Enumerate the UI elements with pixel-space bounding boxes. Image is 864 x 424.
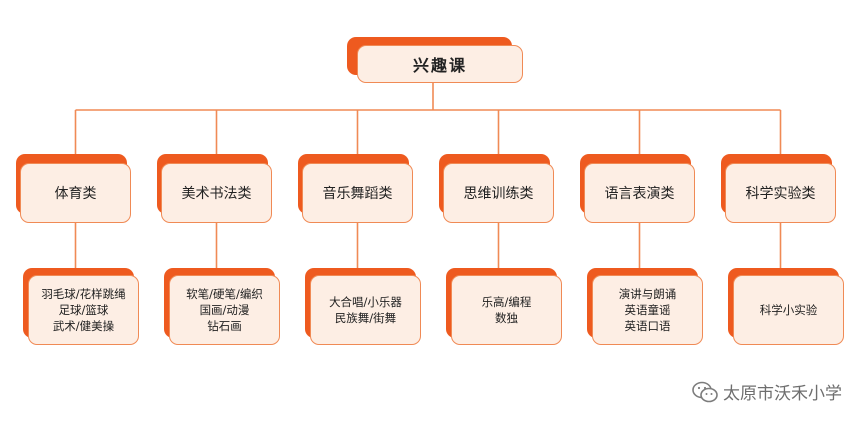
leaf-items: 乐高/编程 数独	[481, 295, 532, 325]
watermark-text: 太原市沃禾小学	[723, 384, 842, 404]
category-node: 音乐舞蹈类	[302, 163, 413, 223]
category-node: 科学实验类	[725, 163, 836, 223]
category-label: 音乐舞蹈类	[322, 186, 393, 202]
root-node: 兴趣课	[357, 45, 523, 83]
category-node: 体育类	[20, 163, 131, 223]
category-label: 美术书法类	[181, 186, 252, 202]
category-node: 美术书法类	[161, 163, 272, 223]
leaf-node: 乐高/编程 数独	[451, 275, 562, 345]
watermark: 太原市沃禾小学	[691, 379, 842, 404]
leaf-items: 羽毛球/花样跳绳 足球/篮球 武术/健美操	[41, 287, 126, 333]
category-node: 思维训练类	[443, 163, 554, 223]
leaf-items: 大合唱/小乐器 民族舞/街舞	[329, 295, 402, 325]
category-node: 语言表演类	[584, 163, 695, 223]
leaf-node: 大合唱/小乐器 民族舞/街舞	[310, 275, 421, 345]
category-label: 科学实验类	[745, 186, 816, 202]
leaf-items: 软笔/硬笔/编织 国画/动漫 钻石画	[186, 287, 263, 333]
category-label: 思维训练类	[463, 186, 534, 202]
leaf-items: 科学小实验	[759, 303, 818, 317]
leaf-items: 演讲与朗诵 英语童谣 英语口语	[618, 287, 677, 333]
category-label: 语言表演类	[604, 186, 675, 202]
leaf-node: 羽毛球/花样跳绳 足球/篮球 武术/健美操	[28, 275, 139, 345]
leaf-node: 软笔/硬笔/编织 国画/动漫 钻石画	[169, 275, 280, 345]
category-label: 体育类	[54, 186, 97, 202]
leaf-node: 科学小实验	[733, 275, 844, 345]
wechat-icon	[692, 381, 718, 402]
root-label: 兴趣课	[412, 56, 467, 75]
leaf-node: 演讲与朗诵 英语童谣 英语口语	[592, 275, 703, 345]
